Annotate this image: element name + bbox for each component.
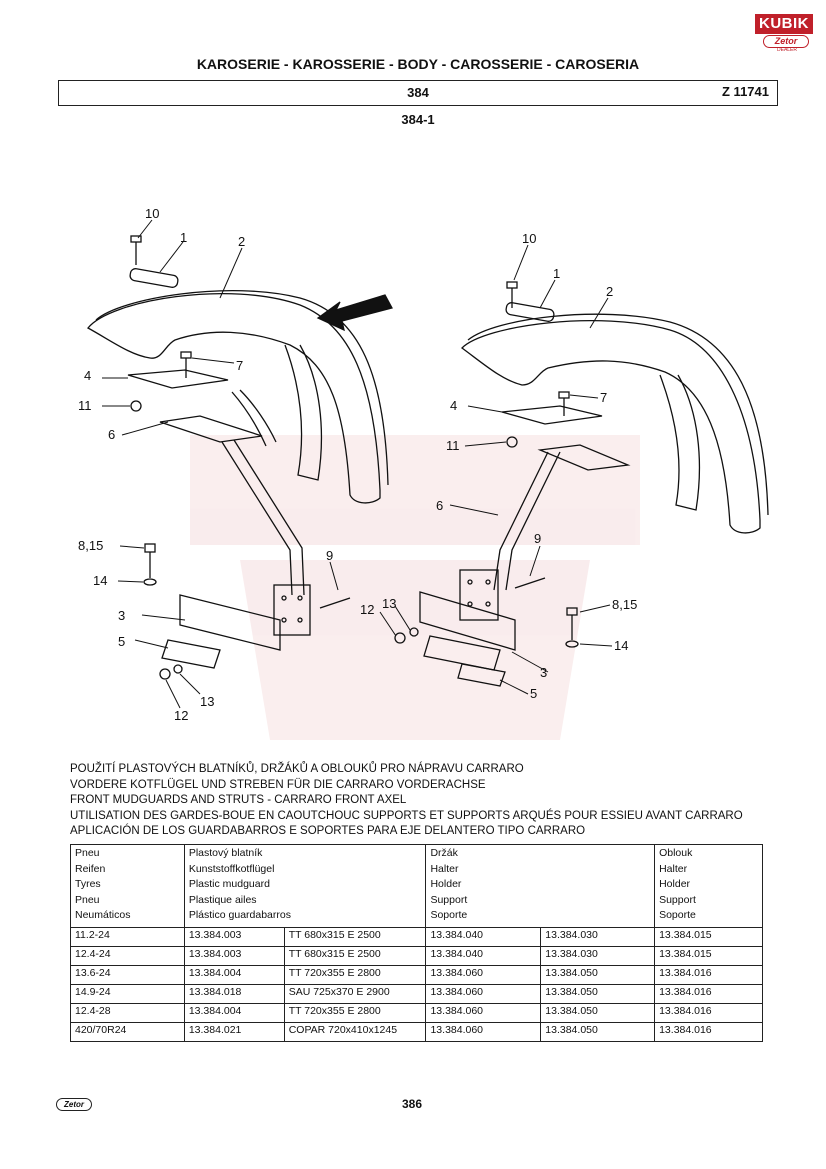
drawing-code: Z 11741 [722, 84, 769, 99]
left-strut [159, 415, 263, 443]
callout-label: 6 [108, 427, 115, 442]
page-title: KAROSERIE - KAROSSERIE - BODY - CAROSSER… [196, 56, 640, 72]
callout-label: 9 [326, 548, 333, 563]
left-clamp-plate [179, 594, 281, 651]
group-code: 384 [407, 85, 429, 100]
right-strut [537, 444, 631, 471]
callout-label: 2 [606, 284, 613, 299]
left-strap [129, 268, 179, 288]
left-mudguard [87, 292, 381, 504]
description-line-cz: POUŽITÍ PLASTOVÝCH BLATNÍKŮ, DRŽÁKŮ A OB… [70, 763, 524, 775]
zetor-logo-text: Zetor [763, 35, 809, 48]
right-mudguard-assembly [394, 281, 769, 687]
callout-label: 12 [174, 708, 188, 723]
dealer-text: DEALER [777, 47, 798, 53]
callout-label: 9 [534, 531, 541, 546]
callout-label: 14 [614, 638, 628, 653]
exploded-parts-diagram: 10 1 2 7 4 11 6 8,15 14 9 3 5 12 13 13 1… [0, 180, 826, 740]
right-clamp-plate [419, 591, 516, 651]
left-bracket [127, 369, 229, 389]
callout-label: 8,15 [612, 597, 637, 612]
header-box: 384 Z 11741 [58, 80, 778, 106]
right-mudguard [461, 320, 761, 534]
callout-label: 13 [382, 596, 396, 611]
footer-zetor-logo: Zetor [56, 1098, 92, 1111]
callout-label: 7 [236, 358, 243, 373]
description-line-es: APLICACIÓN DE LOS GUARDABARROS E SOPORTE… [70, 825, 586, 837]
callout-label: 13 [200, 694, 214, 709]
callout-label: 8,15 [78, 538, 103, 553]
description-line-de: VORDERE KOTFLÜGEL UND STREBEN FÜR DIE CA… [70, 778, 486, 791]
callout-label: 10 [145, 206, 159, 221]
description-line-fr: UTILISATION DES GARDES-BOUE EN CAOUTCHOU… [70, 809, 743, 822]
direction-arrow [316, 294, 393, 332]
callout-label: 1 [180, 230, 187, 245]
callout-label: 11 [446, 438, 460, 453]
kubik-logo-text: KUBIK [755, 14, 813, 34]
callout-label: 12 [360, 602, 374, 617]
callout-label: 4 [450, 398, 457, 413]
callout-label: 14 [93, 573, 107, 588]
watermark [190, 435, 640, 740]
left-mudguard-assembly [87, 235, 393, 680]
callout-label: 10 [522, 231, 536, 246]
subgroup-code: 384-1 [401, 112, 435, 127]
callout-label: 6 [436, 498, 443, 513]
description-block: POUŽITÍ PLASTOVÝCH BLATNÍKŮ, DRŽÁKŮ A OB… [70, 762, 743, 840]
callout-label: 2 [238, 234, 245, 249]
page-number: 386 [402, 1097, 423, 1111]
callout-label: 4 [84, 368, 91, 383]
right-strap [505, 302, 555, 322]
right-bracket [501, 405, 603, 425]
callout-label: 7 [600, 390, 607, 405]
callout-label: 3 [118, 608, 125, 623]
callout-label: 1 [553, 266, 560, 281]
description-line-en: FRONT MUDGUARDS AND STRUTS - CARRARO FRO… [70, 794, 407, 806]
callout-label: 5 [118, 634, 125, 649]
callout-label: 5 [530, 686, 537, 701]
kubik-zetor-logo: KUBIK Zetor DEALER [755, 14, 813, 53]
callout-label: 11 [78, 398, 92, 413]
callout-label: 3 [540, 665, 547, 680]
